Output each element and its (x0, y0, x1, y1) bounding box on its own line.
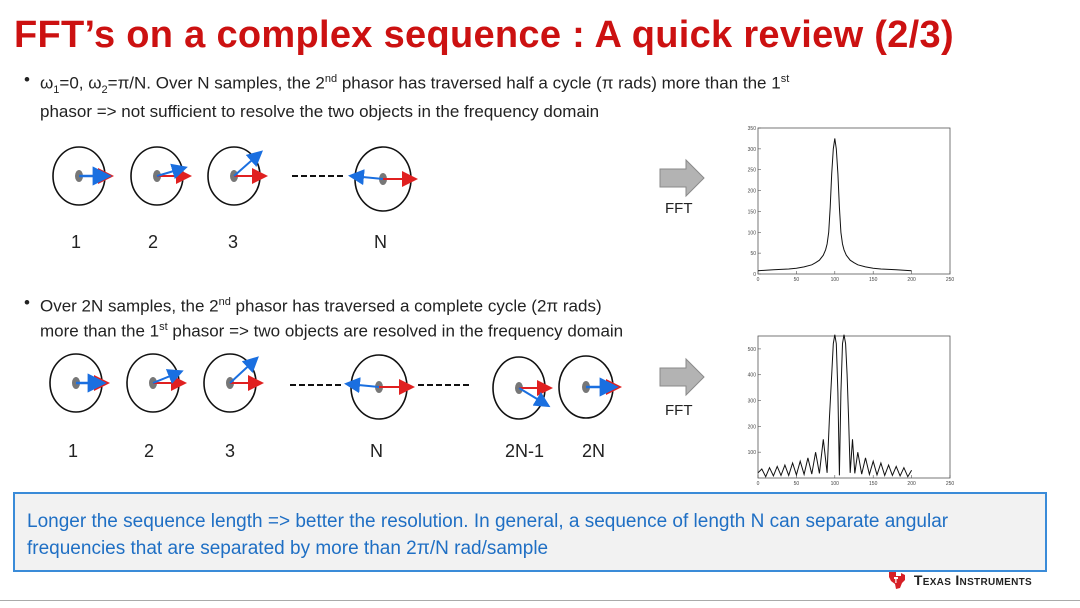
y-tick-label: 100 (748, 230, 757, 236)
bullet-dot-icon: • (24, 70, 30, 89)
bullet-dot-icon: • (24, 293, 30, 312)
y-tick-label: 150 (748, 209, 757, 215)
subscript: 1 (53, 84, 60, 97)
phasor-circle-n (348, 146, 418, 212)
fft-arrow-icon (659, 357, 705, 397)
bullet-1: • ω1=0, ω2=π/N. Over N samples, the 2nd … (24, 69, 1050, 122)
x-tick-label: 250 (946, 277, 955, 283)
y-tick-label: 200 (748, 189, 757, 195)
text-run: phasor => two objects are resolved in th… (167, 321, 624, 341)
text-run: =0, ω (59, 73, 102, 93)
x-tick-label: 250 (946, 481, 955, 487)
x-tick-label: 150 (869, 481, 878, 487)
bullet-2-line-2: more than the 1st phasor => two objects … (40, 317, 800, 342)
row2-label-2n-1: 2N-1 (505, 441, 545, 461)
row2-label-3: 3 (225, 441, 236, 461)
phasor-circle-1 (52, 146, 114, 206)
phasor-diagram-row-1 (52, 146, 418, 212)
y-tick-label: 100 (748, 450, 757, 456)
text-run: ω (40, 73, 54, 93)
row1-label-n: N (374, 232, 387, 252)
conclusion-callout: Longer the sequence length => better the… (13, 492, 1047, 572)
row1-label-3: 3 (228, 232, 239, 252)
phasor-diagram-row-2 (49, 353, 622, 420)
phasor-circle-2 (130, 146, 192, 206)
superscript: st (780, 73, 790, 85)
fft-arrow-icon (659, 158, 705, 198)
bullet-1-line-2: phasor => not sufficient to resolve the … (40, 102, 600, 122)
bullet-2-line-1: Over 2N samples, the 2nd phasor has trav… (40, 292, 800, 317)
subscript: 2 (101, 84, 108, 97)
phasor-circle-2n-1 (492, 356, 553, 420)
text-run: phasor has traversed a complete cycle (2… (230, 296, 602, 316)
x-tick-label: 0 (757, 277, 760, 283)
row1-label-2: 2 (148, 232, 159, 252)
brand-name: Texas Instruments (913, 572, 1032, 588)
bullet-1-line-1: ω1=0, ω2=π/N. Over N samples, the 2nd ph… (40, 69, 1050, 101)
x-tick-label: 100 (831, 481, 840, 487)
phasor-circle-2n (558, 355, 622, 419)
x-tick-label: 200 (907, 481, 916, 487)
x-tick-label: 100 (831, 277, 840, 283)
bullet-2: • Over 2N samples, the 2nd phasor has tr… (24, 292, 800, 342)
phasor-circle-1 (49, 353, 110, 413)
x-tick-label: 200 (907, 277, 916, 283)
x-tick-label: 0 (757, 481, 760, 487)
superscript: nd (218, 296, 231, 308)
phasor-circle-3 (203, 353, 264, 413)
x-tick-label: 50 (794, 277, 800, 283)
x-tick-label: 150 (869, 277, 878, 283)
plot-frame (757, 127, 951, 275)
fft-label-1: FFT (665, 200, 693, 217)
fft-label-2: FFT (665, 402, 693, 419)
fft-spectrum-chart-2n: 100 200 300 400 500 0 50 100 150 200 250 (748, 334, 955, 487)
spectrum-line (757, 334, 913, 478)
y-tick-label: 200 (748, 424, 757, 430)
y-tick-label: 0 (753, 272, 756, 278)
callout-text: Longer the sequence length => better the… (27, 511, 949, 559)
row2-label-2n: 2N (582, 441, 606, 461)
y-tick-label: 500 (748, 347, 757, 353)
phasor-circle-3 (207, 146, 268, 206)
text-run: =π/N. Over N samples, the 2 (107, 73, 325, 93)
y-tick-label: 400 (748, 373, 757, 379)
y-tick-label: 250 (748, 168, 757, 174)
slide-title: FFT’s on a complex sequence : A quick re… (14, 14, 954, 56)
text-run: phasor has traversed half a cycle (π rad… (337, 73, 781, 93)
phasor-circle-2 (126, 353, 187, 413)
row1-label-1: 1 (71, 232, 82, 252)
superscript: nd (324, 73, 338, 85)
y-tick-label: 300 (748, 147, 757, 153)
y-tick-label: 350 (748, 126, 757, 132)
text-run: Over 2N samples, the 2 (40, 296, 219, 316)
fft-spectrum-chart-n: 0 50 100 150 200 250 300 350 0 50 100 150 200 250 (748, 126, 955, 283)
row2-label-2: 2 (144, 441, 155, 461)
superscript: st (159, 320, 168, 333)
row2-label-n: N (370, 441, 383, 461)
row2-label-1: 1 (68, 441, 79, 461)
y-tick-label: 50 (750, 251, 756, 257)
y-tick-label: 300 (748, 399, 757, 405)
ti-logo-icon (888, 572, 905, 589)
x-tick-label: 50 (794, 481, 800, 487)
footer-divider (0, 600, 1080, 601)
spectrum-line (757, 138, 912, 272)
phasor-circle-n (344, 354, 415, 420)
ti-logo: Texas Instruments (886, 569, 1032, 591)
text-run: more than the 1 (40, 321, 160, 341)
